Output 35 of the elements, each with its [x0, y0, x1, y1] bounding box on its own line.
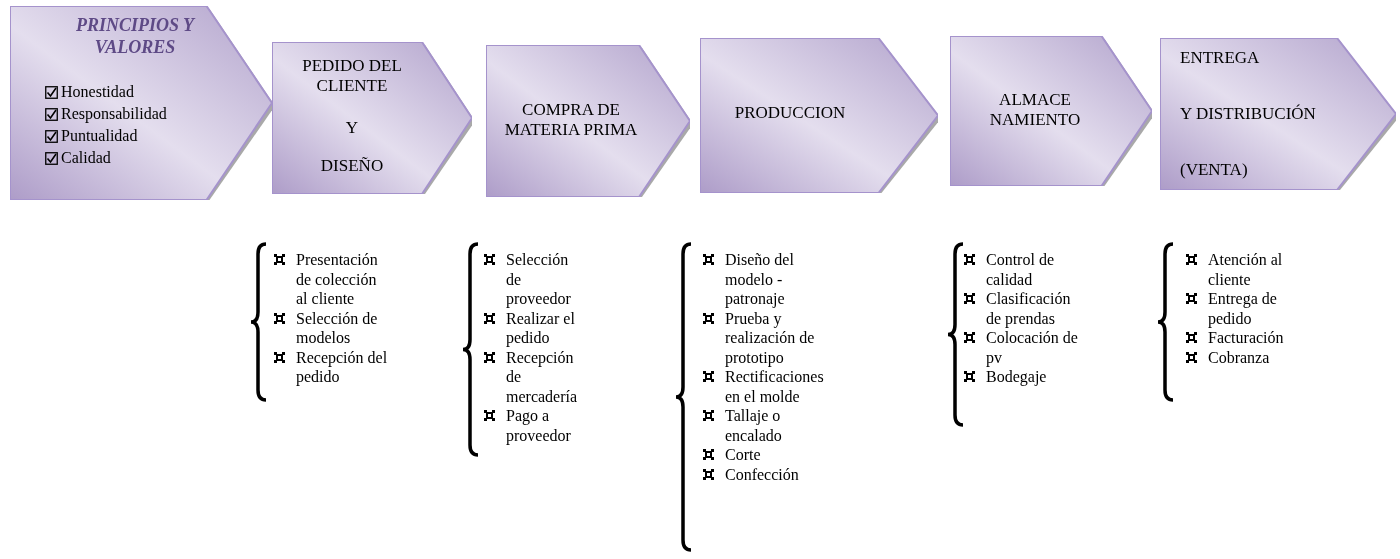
list-item: Clasificación de prendas	[986, 289, 1072, 328]
list-item: Recepción del pedido	[296, 347, 388, 387]
list-item: Atención al cliente	[1208, 250, 1284, 289]
list-item: Corte	[725, 445, 762, 465]
list-item: Realizar el pedido	[506, 308, 576, 348]
value-text: Responsabilidad	[61, 104, 168, 124]
list-item: Confección	[725, 464, 800, 484]
list-item: Colocación de pv	[986, 328, 1079, 367]
value-text: Honestidad	[61, 82, 135, 102]
list-item: Entrega de pedido	[1208, 289, 1278, 328]
stage-label: PEDIDO DEL CLIENTE	[301, 56, 403, 96]
list-item: Facturación	[1208, 328, 1285, 348]
list-item: Diseño del modelo - patronaje	[725, 250, 795, 309]
stage-label: PRODUCCION	[733, 103, 847, 123]
stage-label: (VENTA)	[1180, 160, 1249, 180]
stage-label: COMPRA DE MATERIA PRIMA	[503, 100, 639, 140]
list-item: Bodegaje	[986, 367, 1048, 387]
list-item: Tallaje o encalado	[725, 406, 783, 445]
value-text: Puntualidad	[61, 126, 139, 146]
list-item: Presentación de colección al cliente	[296, 250, 379, 309]
list-item: Selección de proveedor	[506, 250, 572, 309]
value-text: Calidad	[61, 148, 112, 168]
list-item: Selección de modelos	[296, 308, 379, 348]
stage-label: Y	[344, 118, 360, 138]
list-item: Prueba y realización de prototipo	[725, 308, 816, 367]
stage-label: ENTREGA	[1180, 48, 1261, 68]
stage-label: ALMACE NAMIENTO	[988, 90, 1082, 130]
stage-label: Y DISTRIBUCIÓN	[1180, 104, 1317, 124]
list-item: Rectificaciones en el molde	[725, 367, 825, 406]
stage-label: DISEÑO	[319, 156, 385, 176]
list-item: Cobranza	[1208, 347, 1271, 367]
list-item: Recepción de mercadería	[506, 347, 579, 406]
list-item: Control de calidad	[986, 250, 1055, 289]
list-item: Pago a proveedor	[506, 406, 572, 445]
stage-title: PRINCIPIOS Y VALORES	[74, 14, 197, 58]
